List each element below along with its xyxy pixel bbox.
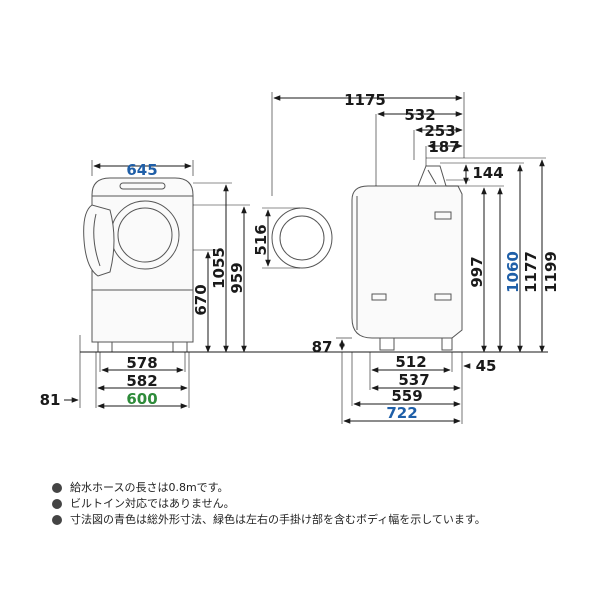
dim-front-width-582: 582 — [126, 372, 157, 390]
dim-side-1199: 1199 — [542, 251, 560, 293]
bullet-icon — [52, 515, 62, 525]
front-door-inner — [117, 207, 173, 263]
dim-side-144: 144 — [472, 164, 503, 182]
front-foot-right — [172, 341, 188, 353]
dim-side-512: 512 — [395, 353, 426, 371]
dim-front-width-578: 578 — [126, 354, 157, 372]
side-vent-top — [434, 211, 452, 220]
dim-front-width-600: 600 — [126, 390, 157, 408]
side-body — [351, 185, 463, 339]
dim-side-87: 87 — [312, 338, 333, 356]
note-text: ビルトイン対応ではありません。 — [70, 497, 235, 510]
side-view: 1175 532 253 187 144 997 1060 1177 1199 — [80, 91, 560, 424]
side-vent-bottom — [434, 293, 452, 301]
dim-front-height-670: 670 — [192, 284, 210, 315]
front-open-door — [83, 204, 115, 277]
dim-front-left-81: 81 — [40, 391, 61, 409]
side-handle — [371, 293, 387, 301]
dim-side-depth-total: 1175 — [344, 91, 386, 109]
dim-front-width-total: 645 — [126, 161, 157, 179]
note-item: 寸法図の青色は総外形寸法、緑色は左右の手掛け部を含むボディ幅を示しています。 — [52, 512, 582, 528]
dim-side-45: 45 — [476, 357, 497, 375]
side-foot-rear — [441, 337, 453, 351]
drum-inner — [279, 215, 325, 261]
note-text: 寸法図の青色は総外形寸法、緑色は左右の手掛け部を含むボディ幅を示しています。 — [70, 513, 486, 526]
dim-side-532: 532 — [404, 106, 435, 124]
note-text: 給水ホースの長さは0.8mです。 — [70, 481, 229, 494]
bullet-icon — [52, 483, 62, 493]
dim-front-height-1055: 1055 — [210, 247, 228, 289]
dim-side-997: 997 — [468, 256, 486, 287]
front-body — [91, 177, 194, 343]
drum-outer — [271, 207, 333, 269]
side-hose-inner — [427, 169, 437, 185]
dim-side-253: 253 — [424, 122, 455, 140]
dim-side-1177: 1177 — [522, 251, 540, 293]
front-control-panel — [119, 182, 166, 190]
side-hose-connector — [417, 165, 447, 187]
dim-side-187: 187 — [428, 138, 459, 156]
front-view: 645 670 1055 959 578 582 600 81 — [40, 160, 250, 409]
front-open-door-rim — [93, 213, 101, 267]
side-foot-front — [379, 337, 395, 351]
bullet-icon — [52, 499, 62, 509]
dim-drum-diameter: 516 — [252, 224, 270, 255]
dim-side-559: 559 — [391, 387, 422, 405]
dim-front-height-959: 959 — [228, 262, 246, 293]
front-foot-left — [97, 341, 113, 353]
notes-list: 給水ホースの長さは0.8mです。 ビルトイン対応ではありません。 寸法図の青色は… — [52, 480, 582, 528]
note-item: ビルトイン対応ではありません。 — [52, 496, 582, 512]
note-item: 給水ホースの長さは0.8mです。 — [52, 480, 582, 496]
drum-view: 516 — [252, 207, 333, 269]
dim-side-1060: 1060 — [504, 251, 522, 293]
dim-side-722: 722 — [386, 404, 417, 422]
dim-side-537: 537 — [398, 371, 429, 389]
